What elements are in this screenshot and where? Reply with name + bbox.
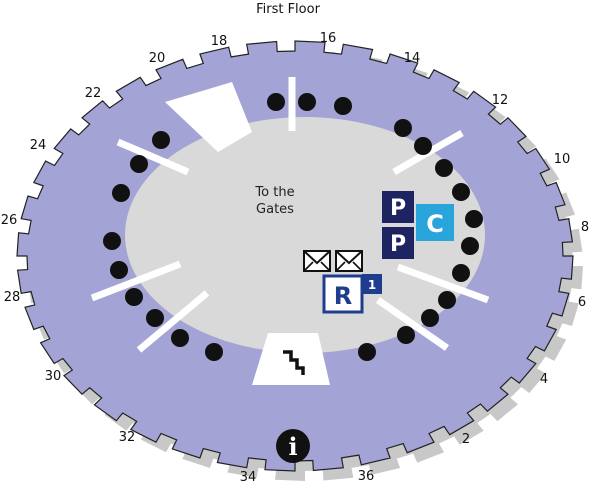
gate-number-4: 4	[540, 372, 548, 387]
parking-sign-upper[interactable]: P	[382, 191, 414, 223]
mail-icon[interactable]	[335, 250, 363, 272]
gate-number-34: 34	[240, 470, 257, 484]
gate-number-32: 32	[119, 430, 136, 445]
info-icon	[276, 429, 310, 463]
gate-seating-dot	[112, 184, 130, 202]
gate-seating-dot	[414, 137, 432, 155]
gate-numbers: 2 4 6 8 10 12 14 16 18 20 22 24 26 28 30…	[1, 31, 589, 484]
gate-number-12: 12	[492, 93, 509, 108]
restaurant-letter: R	[334, 282, 352, 310]
gate-seating-dot	[146, 309, 164, 327]
gate-number-18: 18	[211, 34, 228, 49]
spoke-lower-right	[376, 297, 449, 351]
mail-icon[interactable]	[303, 250, 331, 272]
gate-number-10: 10	[554, 152, 571, 167]
restaurant-level-badge	[362, 274, 382, 294]
spoke-left	[90, 260, 182, 302]
gate-seating-dot	[205, 343, 223, 361]
parking-letter: P	[390, 232, 406, 257]
gate-seating-dot	[152, 131, 170, 149]
floor-title: First Floor	[256, 2, 320, 17]
stairs-icon	[283, 350, 305, 375]
gate-number-16: 16	[320, 31, 337, 46]
info-point[interactable]: i	[276, 429, 310, 463]
gate-number-28: 28	[4, 290, 21, 305]
gate-seating-dot	[438, 291, 456, 309]
restaurant-level: 1	[368, 278, 376, 292]
gate-seating-dot	[334, 97, 352, 115]
gate-number-2: 2	[462, 432, 470, 447]
car-rental-sign[interactable]: C	[416, 204, 454, 241]
gate-seating-dot	[130, 155, 148, 173]
spoke-lower-left	[136, 290, 210, 353]
gate-seating-dot	[171, 329, 189, 347]
gate-seating-dot	[298, 93, 316, 111]
gate-number-36: 36	[358, 469, 375, 484]
gate-number-14: 14	[404, 51, 421, 66]
gate-seating-dot	[435, 159, 453, 177]
gate-seating-dot	[461, 237, 479, 255]
gate-seating-dot	[452, 183, 470, 201]
car-rental-icon	[416, 204, 454, 241]
parking-sign-lower[interactable]: P	[382, 227, 414, 259]
gate-seating-dot	[110, 261, 128, 279]
gate-seating-dot	[421, 309, 439, 327]
spoke-upper-left	[116, 138, 190, 176]
gate-seating-dot	[125, 288, 143, 306]
gate-seating-dot	[452, 264, 470, 282]
car-rental-letter: C	[426, 210, 444, 238]
gate-number-30: 30	[45, 369, 62, 384]
escalator-icon[interactable]	[165, 82, 252, 152]
center-label-line2: Gates	[256, 202, 294, 217]
gate-seating-dot	[394, 119, 412, 137]
info-letter: i	[288, 432, 297, 461]
restaurant-sign[interactable]: R 1	[322, 274, 382, 314]
center-label-line1: To the	[254, 185, 294, 200]
gate-number-22: 22	[85, 86, 102, 101]
parking-icon	[382, 191, 414, 223]
gate-seating-dots	[103, 93, 483, 361]
stairs-entrance[interactable]	[252, 333, 330, 385]
parking-letter: P	[390, 196, 406, 221]
gate-number-6: 6	[578, 295, 586, 310]
parking-icon	[382, 227, 414, 259]
gate-number-26: 26	[1, 213, 18, 228]
central-hall	[125, 117, 485, 353]
spoke-right	[396, 263, 490, 304]
gate-seating-dot	[103, 232, 121, 250]
gate-number-20: 20	[149, 51, 166, 66]
gate-number-24: 24	[30, 138, 47, 153]
gate-seating-dot	[397, 326, 415, 344]
gate-seating-dot	[465, 210, 483, 228]
gate-seating-dot	[267, 93, 285, 111]
gate-seating-dot	[358, 343, 376, 361]
gate-number-8: 8	[581, 220, 589, 235]
